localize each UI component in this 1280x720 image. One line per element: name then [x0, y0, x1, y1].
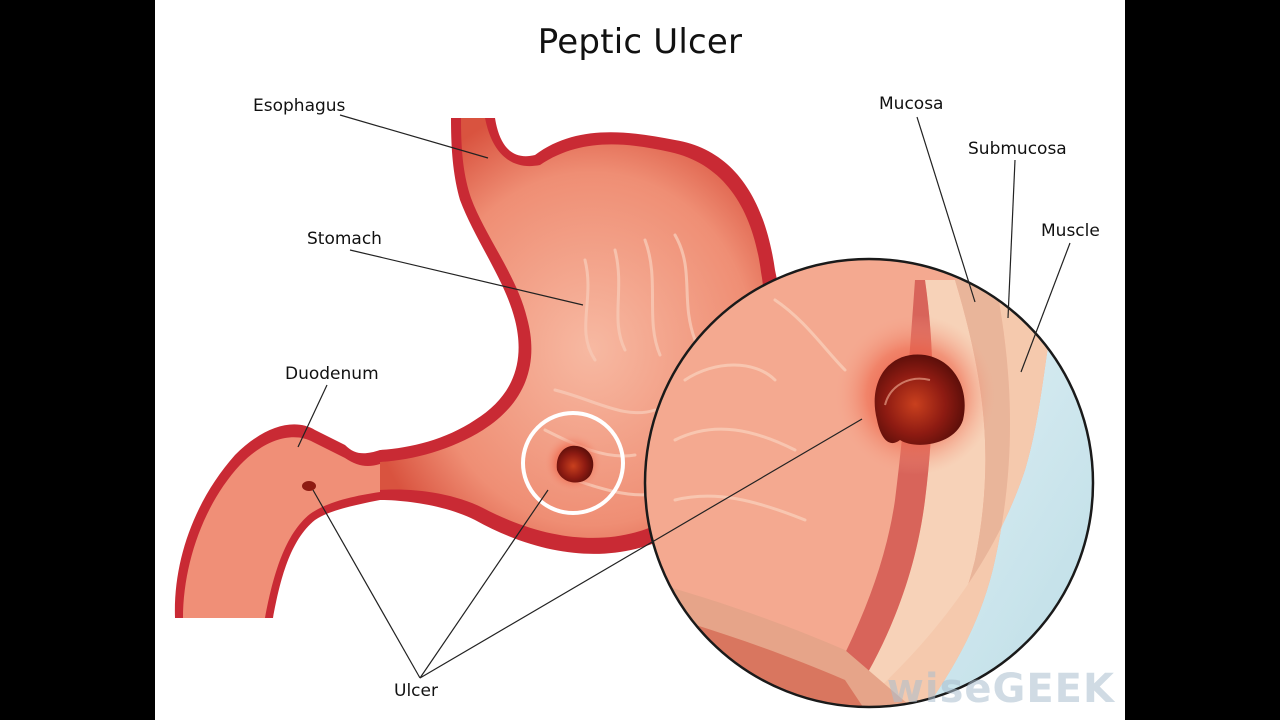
magnified-view: [645, 259, 1093, 707]
label-esophagus: Esophagus: [253, 96, 346, 116]
label-submucosa: Submucosa: [968, 139, 1067, 159]
duodenum-inner: [183, 437, 380, 618]
peptic-ulcer-illustration: [174, 114, 1095, 709]
label-duodenum: Duodenum: [285, 364, 379, 384]
watermark: wiseGEEK: [886, 666, 1115, 712]
label-muscle: Muscle: [1041, 221, 1100, 241]
rugae-folds: [543, 233, 697, 497]
ulcer-highlight-ring: [521, 411, 625, 515]
stomach-ulcer-crater: [556, 445, 594, 483]
label-stomach: Stomach: [307, 229, 382, 249]
diagram-panel: Peptic Ulcer Esophagus Stomach Duodenum …: [155, 0, 1125, 720]
leader-lines: [297, 114, 1071, 679]
duodenum-ulcer-spot: [302, 481, 316, 491]
label-ulcer: Ulcer: [394, 681, 438, 701]
magnified-circle-outline: [643, 257, 1095, 709]
diagram-title: Peptic Ulcer: [537, 22, 743, 62]
label-mucosa: Mucosa: [879, 94, 944, 114]
